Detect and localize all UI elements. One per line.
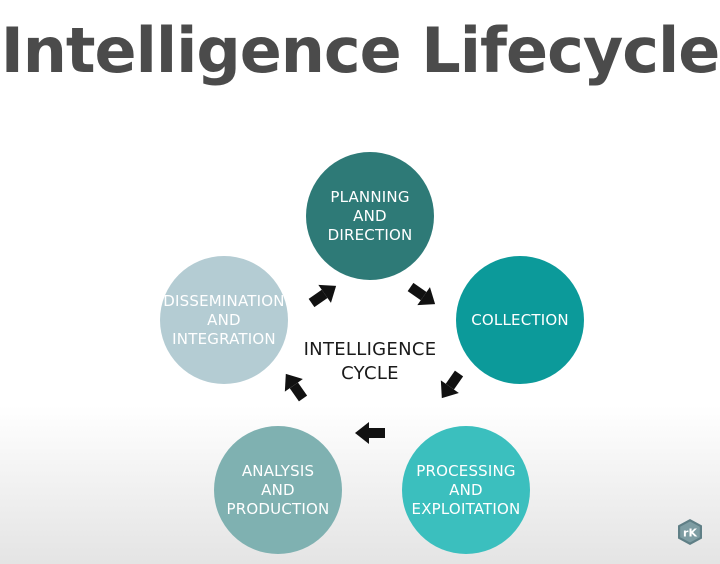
arrow-planning-to-collection: [407, 282, 436, 306]
node-dissemination-and-integration: DISSEMINATION AND INTEGRATION: [160, 256, 288, 384]
node-processing-and-exploitation: PROCESSING AND EXPLOITATION: [402, 426, 530, 554]
center-label-line: INTELLIGENCE: [303, 339, 437, 360]
node-label-line: PLANNING: [330, 187, 410, 206]
page-title: Intelligence Lifecycle: [0, 14, 720, 87]
node-collection: COLLECTION: [456, 256, 584, 384]
center-label-line: CYCLE: [341, 363, 399, 384]
node-label-line: INTEGRATION: [172, 329, 276, 348]
logo-text: rK: [683, 527, 697, 540]
node-label-line: AND: [449, 480, 483, 499]
node-label-line: AND: [353, 206, 387, 225]
node-label-line: DISSEMINATION: [163, 291, 285, 310]
node-label-line: AND: [207, 310, 241, 329]
arrow-collection-to-processing: [440, 370, 464, 399]
node-label-line: PROCESSING: [416, 461, 516, 480]
node-analysis-and-production: ANALYSIS AND PRODUCTION: [214, 426, 342, 554]
node-planning-and-direction: PLANNING AND DIRECTION: [306, 152, 434, 280]
node-label-line: PRODUCTION: [226, 499, 330, 518]
arrow-dissemination-to-planning: [308, 284, 337, 308]
hexagon-logo-icon: rK: [678, 519, 702, 545]
node-label-line: COLLECTION: [471, 310, 569, 329]
intelligence-cycle-diagram: PLANNING AND DIRECTION COLLECTION PROCES…: [140, 140, 584, 560]
node-label-line: DIRECTION: [327, 225, 413, 244]
cycle-arrows: [284, 282, 464, 444]
center-label: INTELLIGENCE CYCLE: [285, 338, 455, 386]
node-label-line: AND: [261, 480, 295, 499]
node-label-line: EXPLOITATION: [411, 499, 521, 518]
arrow-analysis-to-dissemination: [284, 373, 308, 402]
node-label-line: ANALYSIS: [241, 461, 315, 480]
arrow-processing-to-analysis: [355, 422, 385, 444]
